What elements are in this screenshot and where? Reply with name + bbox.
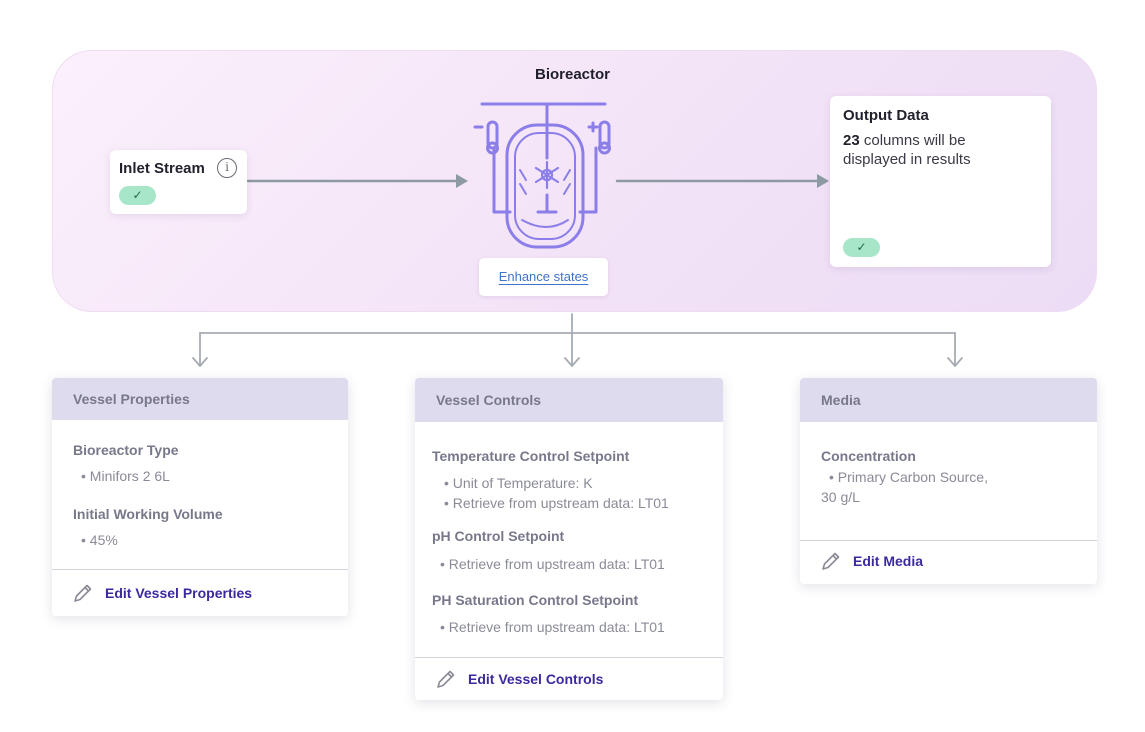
down-arrow-vessel-controls [564, 357, 580, 367]
output-text-line1: columns will be [863, 132, 966, 149]
concentration-title: Concentration [821, 448, 916, 464]
vessel-properties-card: Vessel Properties Bioreactor Type • Mini… [52, 378, 348, 616]
output-status-check-icon: ✓ [843, 238, 880, 257]
output-column-count: 23 [843, 132, 860, 149]
vessel-properties-header: Vessel Properties [52, 378, 348, 420]
ph-saturation-source-value: • Retrieve from upstream data: LT01 [440, 619, 665, 635]
temperature-unit-value: • Unit of Temperature: K [444, 475, 593, 491]
output-text-line2: displayed in results [843, 151, 971, 168]
enhance-states-link[interactable]: Enhance states [498, 269, 589, 284]
ph-source-value: • Retrieve from upstream data: LT01 [440, 556, 665, 572]
concentration-amount-value: 30 g/L [821, 489, 860, 505]
edit-media-label[interactable]: Edit Media [853, 553, 924, 569]
edit-media-button[interactable]: Edit Media [800, 540, 1097, 584]
bioreactor-title: Bioreactor [534, 66, 611, 83]
pencil-icon [437, 670, 455, 688]
info-icon[interactable]: i [217, 158, 237, 178]
bioreactor-type-title: Bioreactor Type [73, 442, 179, 458]
concentration-source-value: • Primary Carbon Source, [829, 469, 988, 485]
output-data-description: 23 columns will be displayed in results [843, 131, 1043, 169]
output-data-card[interactable]: Output Data 23 columns will be displayed… [830, 96, 1051, 267]
vessel-controls-card: Vessel Controls Temperature Control Setp… [415, 378, 723, 700]
output-data-title: Output Data [843, 107, 929, 124]
inlet-stream-card[interactable]: Inlet Stream i ✓ [110, 150, 247, 214]
media-card: Media Concentration • Primary Carbon Sou… [800, 378, 1097, 584]
ph-setpoint-title: pH Control Setpoint [432, 528, 565, 544]
vessel-controls-header: Vessel Controls [415, 378, 723, 422]
ph-saturation-setpoint-title: PH Saturation Control Setpoint [432, 592, 639, 608]
inlet-arrowhead [456, 174, 468, 188]
media-header: Media [800, 378, 1097, 422]
enhance-states-button[interactable]: Enhance states [479, 258, 608, 296]
down-arrow-media [947, 357, 963, 367]
inlet-status-check-icon: ✓ [119, 186, 156, 205]
initial-working-volume-value: • 45% [81, 532, 118, 548]
output-arrowhead [817, 174, 829, 188]
edit-vessel-controls-label[interactable]: Edit Vessel Controls [468, 671, 604, 687]
edit-vessel-controls-button[interactable]: Edit Vessel Controls [415, 657, 723, 700]
down-arrow-vessel-properties [192, 357, 208, 367]
initial-working-volume-title: Initial Working Volume [73, 506, 223, 522]
edit-vessel-properties-label[interactable]: Edit Vessel Properties [105, 585, 253, 601]
pencil-icon [74, 584, 92, 602]
bioreactor-icon [473, 102, 611, 249]
inlet-stream-label: Inlet Stream [119, 160, 205, 177]
temperature-source-value: • Retrieve from upstream data: LT01 [444, 495, 669, 511]
pencil-icon [822, 552, 840, 570]
temperature-setpoint-title: Temperature Control Setpoint [432, 448, 630, 464]
edit-vessel-properties-button[interactable]: Edit Vessel Properties [52, 569, 348, 616]
bioreactor-type-value: • Minifors 2 6L [81, 468, 170, 484]
